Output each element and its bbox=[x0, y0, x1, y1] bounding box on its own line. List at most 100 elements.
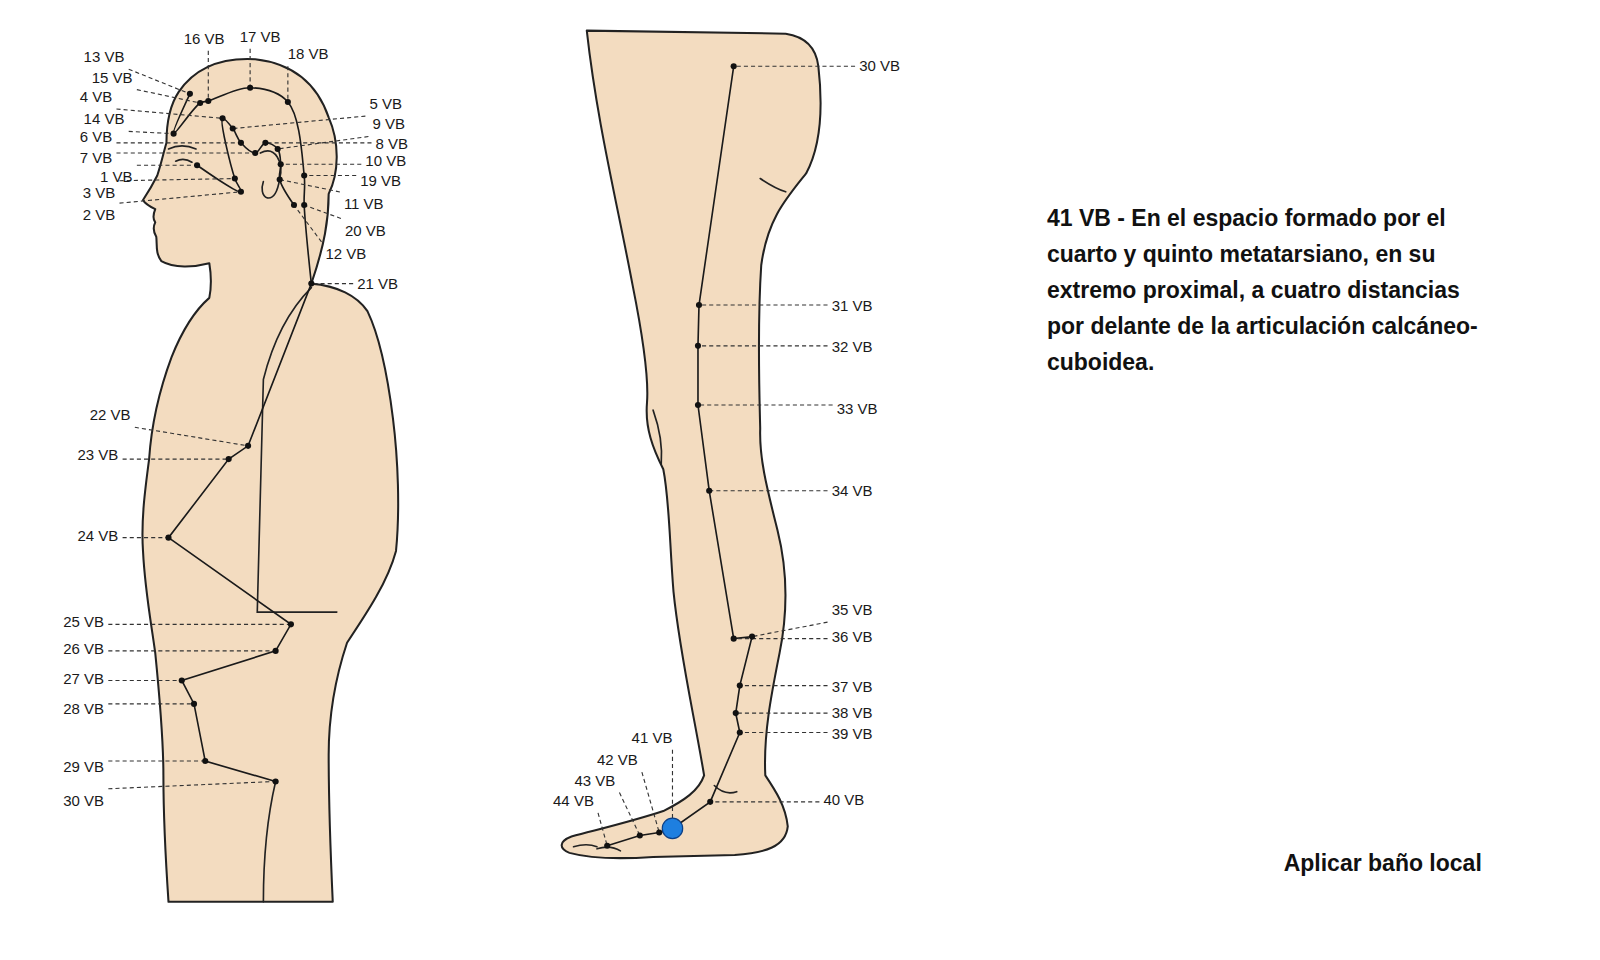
point-label: 9 VB bbox=[372, 116, 405, 132]
leader-line bbox=[250, 49, 251, 88]
point-label: 38 VB bbox=[832, 705, 873, 721]
leader-line bbox=[108, 703, 194, 704]
point-label: 15 VB bbox=[92, 70, 133, 86]
leader-line bbox=[740, 732, 828, 733]
leader-line bbox=[120, 192, 241, 203]
point-label: 21 VB bbox=[357, 276, 398, 292]
leader-line bbox=[311, 283, 353, 284]
point-label: 30 VB bbox=[63, 793, 104, 809]
acupoint-dot bbox=[285, 99, 291, 105]
point-label: 1 VB bbox=[100, 169, 133, 185]
acupoint-dot bbox=[230, 125, 236, 131]
leader-line bbox=[287, 66, 288, 102]
point-label: 14 VB bbox=[84, 111, 125, 127]
leader-line bbox=[108, 761, 205, 762]
point-label: 29 VB bbox=[63, 759, 104, 775]
leader-line bbox=[736, 713, 828, 714]
leader-line bbox=[233, 116, 366, 128]
acupoint-dot bbox=[604, 843, 610, 849]
leader-line bbox=[672, 750, 673, 829]
leader-line bbox=[280, 180, 340, 192]
acupoint-dot bbox=[179, 677, 185, 683]
acupoint-dot bbox=[301, 202, 307, 208]
knee-crease bbox=[653, 410, 662, 464]
leader-line bbox=[294, 205, 322, 242]
acupoint-dot bbox=[695, 402, 701, 408]
acupoint-dot bbox=[288, 621, 294, 627]
leader-line bbox=[116, 109, 222, 118]
acupoint-dot bbox=[737, 683, 743, 689]
point-label: 18 VB bbox=[288, 46, 329, 62]
toe-outline bbox=[574, 845, 621, 851]
point-label: 36 VB bbox=[832, 629, 873, 645]
acupoint-dot bbox=[194, 162, 200, 168]
leader-line bbox=[116, 152, 255, 153]
acupoint-dot bbox=[301, 172, 307, 178]
leader-line bbox=[699, 304, 828, 305]
point-label: 44 VB bbox=[553, 793, 594, 809]
highlight-point bbox=[662, 818, 682, 838]
acupoint-dot bbox=[308, 281, 314, 287]
acupoint-dot bbox=[226, 456, 232, 462]
acupoint-dot bbox=[262, 140, 268, 146]
leader-line bbox=[304, 205, 341, 218]
leader-line bbox=[740, 685, 828, 686]
acupoint-dot bbox=[197, 100, 203, 106]
hip-line bbox=[263, 781, 275, 901]
meridian-line bbox=[607, 66, 752, 845]
point-label: 43 VB bbox=[574, 773, 615, 789]
meridian-line bbox=[197, 118, 294, 205]
eye-outline bbox=[176, 159, 192, 162]
acupoint-dot bbox=[656, 829, 662, 835]
thigh-crease bbox=[760, 179, 786, 192]
leader-line bbox=[135, 427, 248, 446]
acupoint-dot bbox=[731, 636, 737, 642]
acupoint-dot bbox=[232, 175, 238, 181]
leg-silhouette bbox=[562, 31, 821, 859]
leader-line bbox=[642, 772, 659, 832]
point-label: 2 VB bbox=[83, 207, 116, 223]
leader-line bbox=[123, 537, 169, 538]
point-label: 17 VB bbox=[240, 29, 281, 45]
point-label: 41 VB bbox=[632, 730, 673, 746]
point-label: 16 VB bbox=[184, 31, 225, 47]
acupoint-dot bbox=[731, 63, 737, 69]
point-label: 28 VB bbox=[63, 701, 104, 717]
acupoint-dot bbox=[205, 98, 211, 104]
acupoint-dot bbox=[252, 150, 258, 156]
point-label: 37 VB bbox=[832, 679, 873, 695]
leader-line bbox=[116, 142, 240, 143]
point-label: 7 VB bbox=[80, 150, 113, 166]
leader-line bbox=[698, 404, 833, 405]
acupoint-dot bbox=[707, 799, 713, 805]
leader-line bbox=[265, 142, 371, 143]
leader-line bbox=[752, 622, 827, 636]
leader-line bbox=[709, 490, 827, 491]
point-label: 42 VB bbox=[597, 752, 638, 768]
instruction-note: Aplicar baño local bbox=[1284, 849, 1482, 877]
ear-outline bbox=[260, 151, 280, 198]
point-label: 22 VB bbox=[90, 407, 131, 423]
point-label: 39 VB bbox=[832, 726, 873, 742]
acupoint-dot bbox=[202, 758, 208, 764]
leader-line bbox=[123, 459, 229, 460]
point-label: 34 VB bbox=[832, 483, 873, 499]
body-silhouette bbox=[142, 59, 398, 902]
point-label: 19 VB bbox=[360, 173, 401, 189]
arm-outline bbox=[257, 288, 337, 612]
acupoint-dot bbox=[637, 832, 643, 838]
point-label: 26 VB bbox=[63, 641, 104, 657]
leader-line bbox=[108, 650, 275, 651]
acupoint-dot bbox=[171, 131, 177, 137]
leader-line bbox=[137, 90, 200, 103]
meridian-line bbox=[173, 88, 311, 284]
acupoint-dot bbox=[278, 161, 284, 167]
point-label: 4 VB bbox=[80, 89, 113, 105]
point-label: 40 VB bbox=[823, 792, 864, 808]
point-label: 33 VB bbox=[837, 401, 878, 417]
point-label: 24 VB bbox=[77, 528, 118, 544]
leader-line bbox=[304, 175, 356, 176]
leader-line bbox=[108, 680, 181, 681]
point-label: 23 VB bbox=[77, 447, 118, 463]
